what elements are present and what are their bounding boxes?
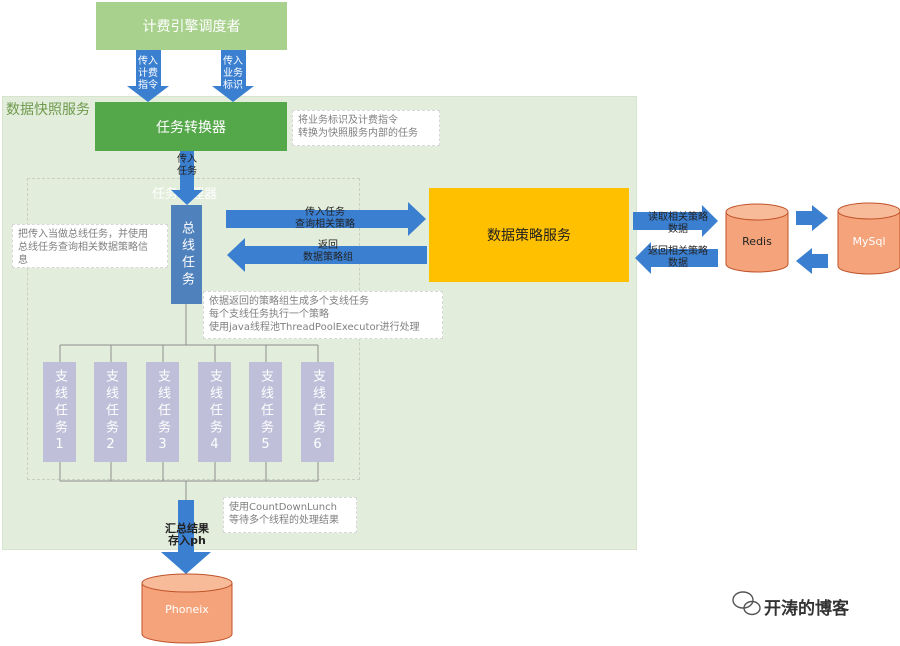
branch-task-label: 支线任务4 [207, 368, 222, 456]
return-strategy-label: 返回相关策略 数据 [648, 246, 708, 269]
mysql-cylinder [837, 202, 900, 275]
countdown-note: 使用CountDownLunch 等待多个线程的处理结果 [223, 497, 357, 533]
redis-label: Redis [742, 235, 772, 248]
arrow-to-strategy [226, 202, 426, 236]
redis-cylinder [725, 203, 789, 273]
branch-fanout-lines [59, 304, 319, 362]
branch-task-1: 支线任务1 [43, 362, 76, 462]
business-id-label: 传入 业务 标识 [223, 56, 243, 91]
arrow-summary [161, 500, 211, 574]
read-strategy-label: 读取相关策略 数据 [648, 212, 708, 235]
converter-note: 将业务标识及计费指令 转换为快照服务内部的任务 [292, 110, 440, 146]
mysql-label: MySql [852, 235, 886, 248]
branch-task-label: 支线任务3 [155, 368, 170, 456]
billing-scheduler-label: 计费引擎调度者 [142, 19, 241, 35]
arrow-return-redis [635, 242, 718, 274]
arrow-redis-to-mysql [796, 205, 828, 231]
main-task-note: 把传入当做总线任务，并使用 总线任务查询相关数据策略信 息 [12, 224, 168, 268]
branch-task-label: 支线任务5 [258, 368, 273, 456]
billing-instruction-label: 传入 计费 指令 [138, 56, 158, 91]
snapshot-service-title: 数据快照服务 [6, 102, 90, 118]
arrow-mysql-to-redis [796, 248, 828, 274]
branch-task-label: 支线任务2 [103, 368, 118, 456]
watermark-text: 开涛的博客 [764, 599, 849, 619]
branch-fanin-lines [59, 462, 319, 500]
branch-task-4: 支线任务4 [198, 362, 231, 462]
branch-task-6: 支线任务6 [301, 362, 334, 462]
main-task-label: 总线任务 [179, 220, 194, 289]
task-converter-label: 任务转换器 [156, 119, 226, 136]
summary-label: 汇总结果 存入ph [165, 522, 209, 547]
arrow-business-id [212, 50, 254, 102]
branch-task-label: 支线任务1 [52, 368, 67, 456]
to-strategy-label: 传入任务 查询相关策略 [295, 207, 355, 230]
data-strategy-service-box: 数据策略服务 [429, 188, 629, 282]
phoenix-label: Phoneix [165, 603, 209, 616]
branch-note: 依据返回的策略组生成多个支线任务 每个支线任务执行一个策略 使用java线程池T… [203, 291, 443, 339]
wechat-icon [732, 591, 761, 616]
from-strategy-label: 返回 数据策略组 [303, 240, 353, 263]
branch-task-2: 支线任务2 [94, 362, 127, 462]
arrow-from-strategy [227, 238, 427, 272]
billing-scheduler-box: 计费引擎调度者 [96, 2, 287, 50]
phoenix-cylinder [141, 573, 233, 644]
data-strategy-service-label: 数据策略服务 [487, 228, 571, 244]
arrow-pass-task [171, 151, 203, 205]
branch-task-3: 支线任务3 [146, 362, 179, 462]
branch-task-label: 支线任务6 [310, 368, 325, 456]
pass-task-label: 传入 任务 [177, 154, 197, 177]
arrow-billing-instruction [127, 50, 169, 102]
branch-task-5: 支线任务5 [249, 362, 282, 462]
arrow-read-redis [633, 205, 718, 237]
task-converter-box: 任务转换器 [95, 102, 287, 151]
main-task-box: 总线任务 [171, 205, 202, 304]
